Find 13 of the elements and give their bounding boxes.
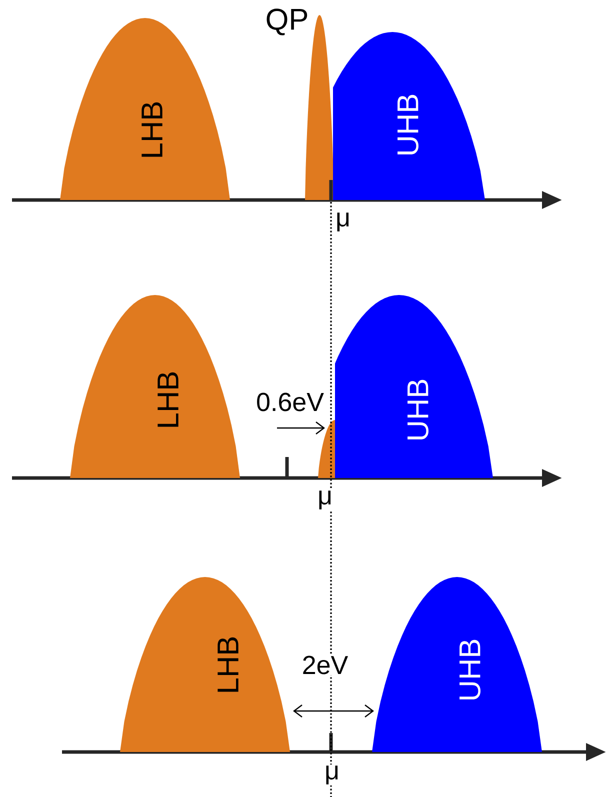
axis-label: μ <box>334 212 352 232</box>
node-label: QP <box>266 8 308 36</box>
band-peak: LHB <box>60 18 230 200</box>
axis-label: 0.6eV <box>255 392 325 412</box>
axis-label: 2eV <box>300 654 350 676</box>
axis-label: μ <box>316 490 334 510</box>
band-peak: QP <box>266 8 334 200</box>
band-peak: UHB <box>333 32 485 200</box>
band-peak: LHB <box>120 577 290 752</box>
band-peak: LHB <box>70 295 240 478</box>
axis-label: μ <box>324 764 340 786</box>
band-peak: UHB <box>335 295 493 478</box>
band-peak: UHB <box>372 577 542 752</box>
